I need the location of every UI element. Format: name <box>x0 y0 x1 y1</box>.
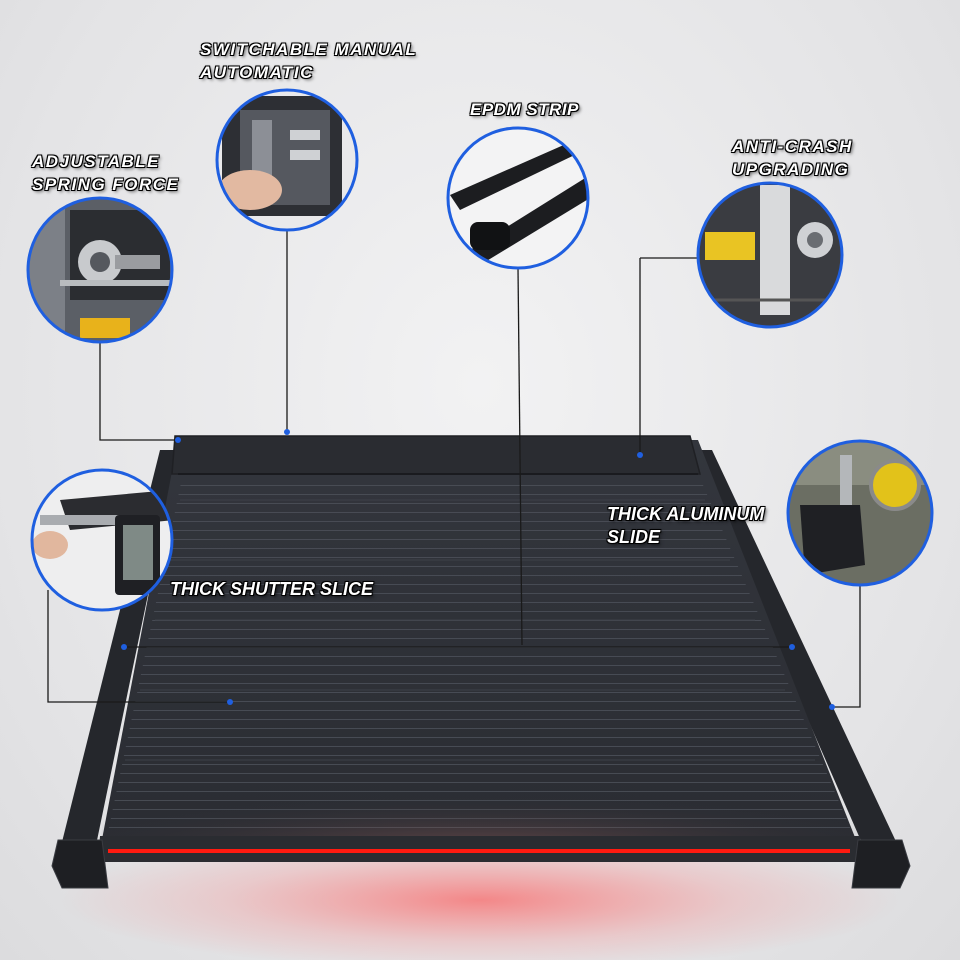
epdm-label: EPDM STRIP <box>470 98 579 121</box>
pull-handle-mechanism-icon <box>215 88 359 232</box>
anticrash-label: ANTI-CRASH UPGRADING <box>732 135 853 181</box>
spring-label-line1: ADJUSTABLE <box>32 152 161 171</box>
rubber-seal-strip-icon <box>446 126 590 270</box>
switchable-label-line2: AUTOMATIC <box>200 63 314 82</box>
anticrash-label-line2: UPGRADING <box>732 160 850 179</box>
spring-label: ADJUSTABLE SPRING FORCE <box>32 150 179 196</box>
shutter-slats <box>108 478 852 832</box>
dial-gauge-icon <box>786 439 934 587</box>
caliper-measurement-icon <box>30 468 174 612</box>
canister-housing <box>171 435 701 475</box>
anticrash-label-line1: ANTI-CRASH <box>732 137 853 156</box>
spring-gear-icon <box>26 196 174 344</box>
cover-glow <box>100 760 860 850</box>
leader-lines <box>47 230 861 708</box>
anti-crash-bracket-icon <box>696 181 844 329</box>
shutter-label-line1: THICK SHUTTER SLICE <box>170 579 374 599</box>
shutter-label: THICK SHUTTER SLICE <box>170 578 373 601</box>
switchable-label-line1: SWITCHABLE MANUAL <box>200 40 418 59</box>
anchor-dots <box>121 429 835 710</box>
epdm-label-line1: EPDM STRIP <box>470 100 579 119</box>
right-corner-cap <box>851 839 911 889</box>
aluminum-label: THICK ALUMINUM SLIDE <box>607 503 764 549</box>
tonneau-cover <box>51 435 911 889</box>
switchable-label: SWITCHABLE MANUAL AUTOMATIC <box>200 38 417 84</box>
aluminum-label-line1: THICK ALUMINUM <box>607 504 765 524</box>
floor-red-glow <box>60 830 900 960</box>
right-rail <box>690 450 900 850</box>
aluminum-label-line2: SLIDE <box>607 527 661 547</box>
left-corner-cap <box>51 839 109 889</box>
spring-label-line2: SPRING FORCE <box>32 175 180 194</box>
